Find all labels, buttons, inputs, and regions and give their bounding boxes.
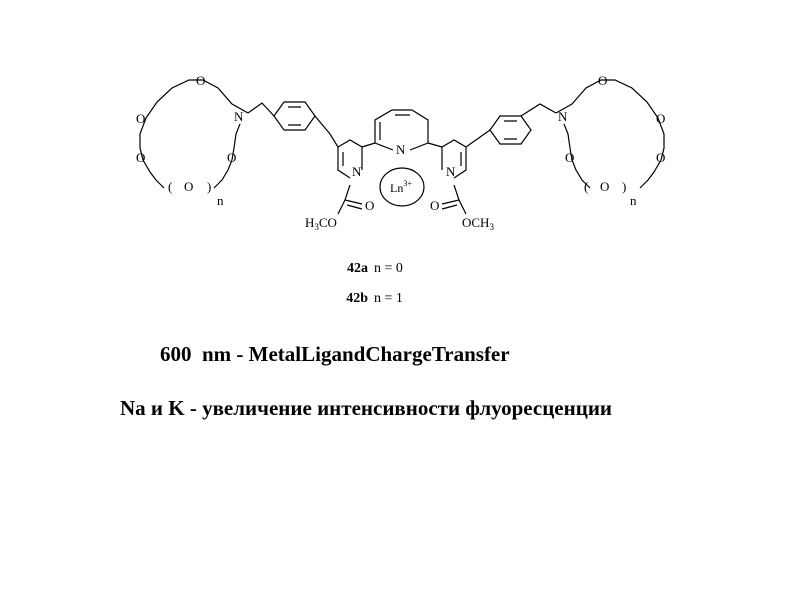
- compound-42b-id: 42b: [346, 291, 368, 306]
- compound-42b-condition: n = 1: [374, 291, 403, 306]
- left-pyridine-n: N: [352, 164, 362, 179]
- right-crown-ether-ring: [555, 79, 665, 189]
- left-n-atom: N: [234, 109, 244, 124]
- right-paren-open: (: [584, 179, 588, 194]
- right-pyridine-n: N: [446, 164, 456, 179]
- left-paren-open: (: [168, 179, 172, 194]
- right-o-atom: O: [656, 150, 665, 165]
- right-phenyl-ring: [489, 115, 532, 145]
- left-carbonyl-o: O: [365, 198, 374, 213]
- left-repeat-n: n: [217, 193, 224, 208]
- lanthanide-ion-label: Ln3+: [390, 179, 412, 195]
- compound-42a-id: 42a: [347, 261, 368, 276]
- chemical-structure-diagram: N O O O O ( O ) n N N N N O O O O ( O ) …: [136, 73, 665, 306]
- right-o-atom: O: [600, 179, 609, 194]
- central-pyridine-n: N: [396, 142, 406, 157]
- left-o-atom: O: [227, 150, 236, 165]
- central-pyridine-ring: [374, 109, 429, 151]
- right-o-atom: O: [656, 111, 665, 126]
- right-o-atom: O: [565, 150, 574, 165]
- right-methoxy: OCH3: [462, 215, 494, 232]
- mlct-wavelength-text: 600 nm - MetalLigandChargeTransfer: [160, 342, 510, 366]
- compound-42a-condition: n = 0: [374, 261, 403, 276]
- fluorescence-note-text: Na и K - увеличение интенсивности флуоре…: [120, 396, 613, 420]
- left-phenyl-ring: [273, 101, 316, 131]
- left-o-atom: O: [136, 111, 145, 126]
- lanthanide-ion-circle: [379, 167, 425, 207]
- left-o-atom: O: [136, 150, 145, 165]
- left-paren-close: ): [207, 179, 211, 194]
- right-paren-close: ): [622, 179, 626, 194]
- left-o-atom: O: [196, 73, 205, 88]
- right-o-atom: O: [598, 73, 607, 88]
- left-methoxy: H3CO: [305, 215, 337, 232]
- right-n-atom: N: [558, 109, 568, 124]
- right-carbonyl-o: O: [430, 198, 439, 213]
- left-crown-ether-ring: [139, 79, 249, 189]
- left-o-atom: O: [184, 179, 193, 194]
- right-repeat-n: n: [630, 193, 637, 208]
- left-pyridine-ring: [329, 133, 363, 179]
